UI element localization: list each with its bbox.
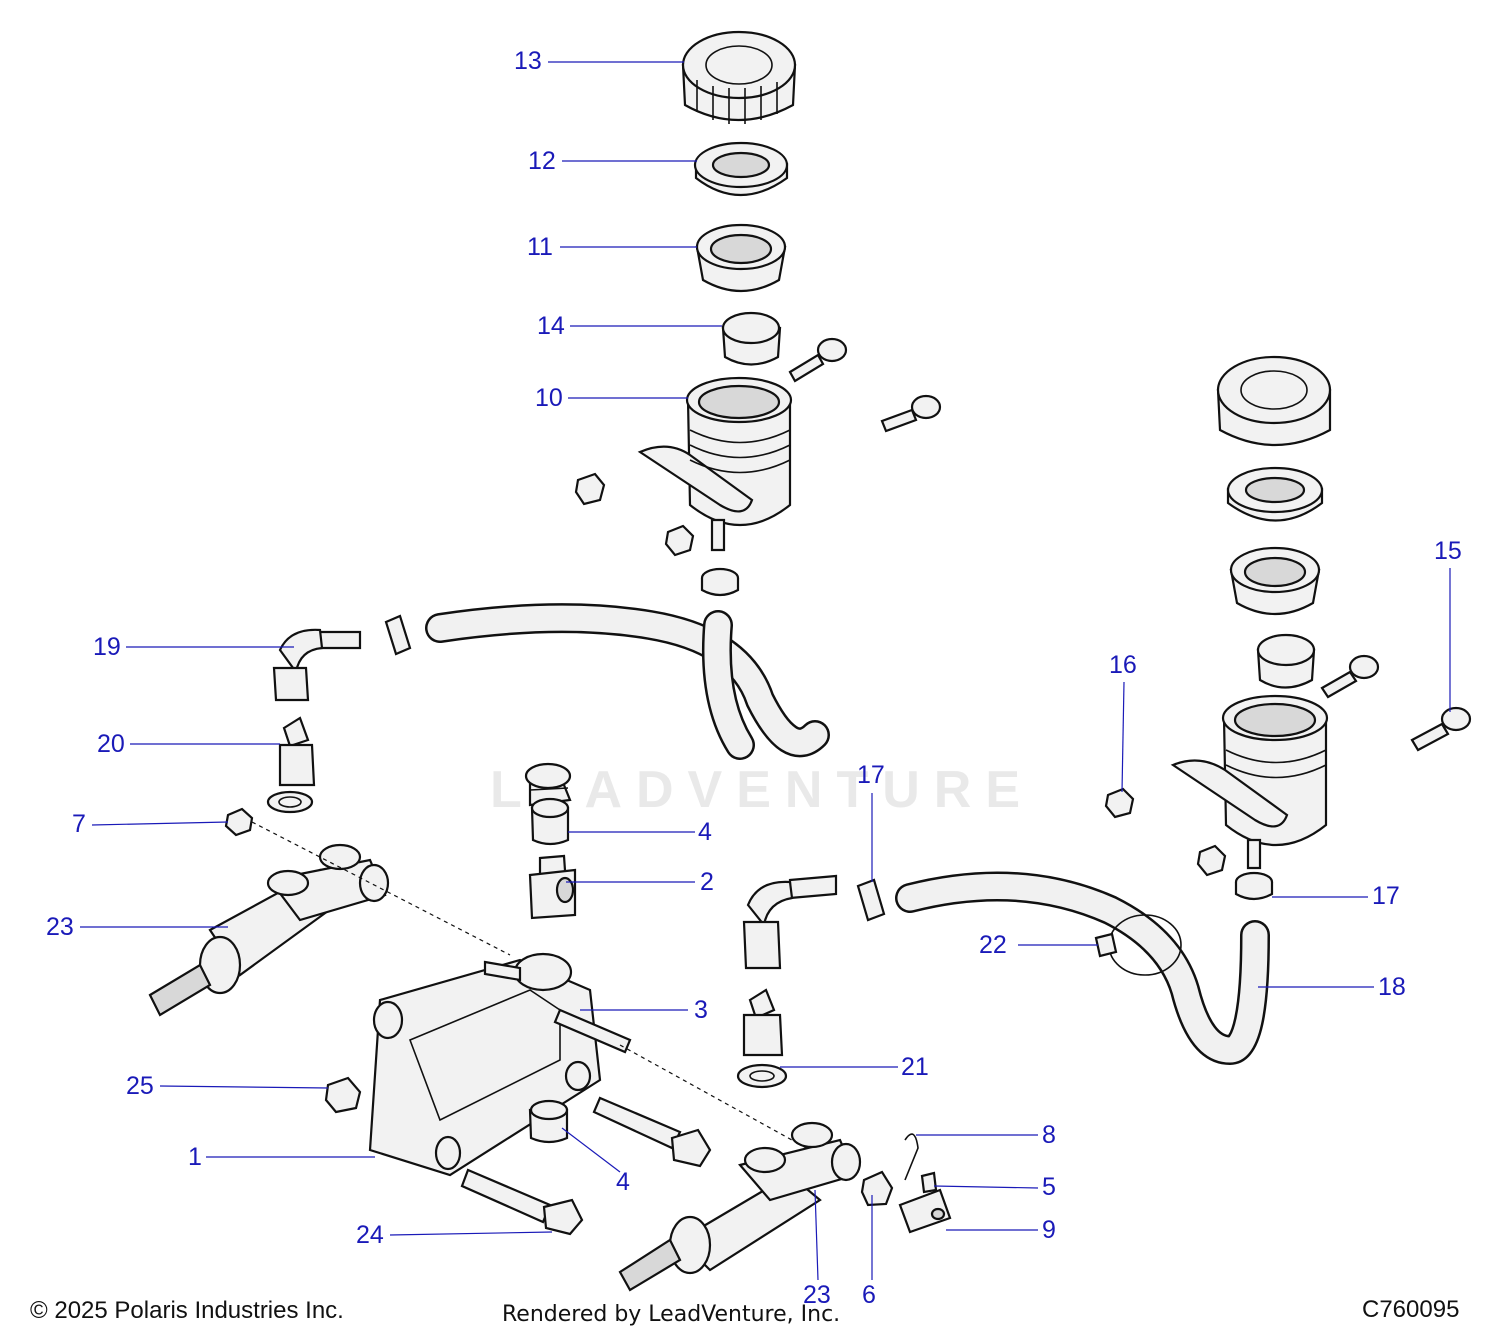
callout-23-left[interactable]: 23 [46, 913, 74, 941]
callout-10[interactable]: 10 [535, 384, 563, 412]
set-screw-icon [920, 1171, 938, 1194]
callout-12[interactable]: 12 [528, 147, 556, 175]
hose-clamp-icon [700, 567, 740, 597]
rendered-by-text: Rendered by LeadVenture, Inc. [502, 1302, 841, 1327]
bolt-icon [788, 337, 848, 383]
reservoir-hose-icon [425, 603, 830, 760]
reservoir-hose-icon [895, 871, 1270, 1065]
callout-8[interactable]: 8 [1042, 1121, 1056, 1149]
hose-clamp-icon [856, 878, 886, 922]
callout-11[interactable]: 11 [527, 233, 553, 261]
callout-15[interactable]: 15 [1434, 537, 1462, 565]
adapter-fitting-icon [742, 988, 784, 1057]
cap-diaphragm-plate-icon [693, 141, 789, 196]
cap-diaphragm-icon [695, 223, 787, 293]
jam-nut-icon [860, 1170, 894, 1207]
flange-nut-icon [324, 1076, 362, 1114]
reservoir-body-icon [637, 376, 793, 552]
callout-1[interactable]: 1 [188, 1143, 202, 1171]
float-icon [721, 311, 782, 366]
callout-16[interactable]: 16 [1109, 651, 1137, 679]
bushing-icon [528, 1099, 569, 1144]
bolt-icon [592, 1096, 712, 1168]
mounting-bracket-icon [368, 952, 602, 1177]
callout-25[interactable]: 25 [126, 1072, 154, 1100]
callout-24[interactable]: 24 [356, 1221, 384, 1249]
master-cylinder-icon [618, 1121, 862, 1292]
copyright-text: © 2025 Polaris Industries Inc. [30, 1297, 344, 1324]
bolt-icon [880, 394, 942, 433]
callout-4-lower[interactable]: 4 [616, 1168, 630, 1196]
callout-5[interactable]: 5 [1042, 1173, 1056, 1201]
bleeder-plug-icon [524, 762, 572, 807]
elbow-fitting-icon [742, 874, 838, 970]
callout-18[interactable]: 18 [1378, 973, 1406, 1001]
watermark: LEADVENTURE [490, 761, 1035, 819]
callout-23-right[interactable]: 23 [803, 1281, 831, 1309]
reservoir-cap-icon [681, 30, 797, 124]
cap-diaphragm-plate-icon [1226, 466, 1324, 522]
callout-14[interactable]: 14 [537, 312, 565, 340]
callout-leader-lines [80, 61, 1451, 1281]
bolt-icon [1320, 654, 1380, 699]
bolt-icon [1410, 706, 1472, 752]
callout-6[interactable]: 6 [862, 1281, 876, 1309]
clip-pin-icon [904, 1133, 919, 1181]
stud-icon [483, 960, 632, 1054]
callout-3[interactable]: 3 [694, 996, 708, 1024]
cap-diaphragm-icon [1229, 546, 1321, 616]
callout-2[interactable]: 2 [700, 868, 714, 896]
diagram-code: C760095 [1362, 1296, 1460, 1323]
callout-13[interactable]: 13 [514, 47, 542, 75]
reservoir-body-icon [1170, 694, 1329, 870]
float-icon [1256, 633, 1316, 689]
nut-icon [224, 807, 254, 837]
bushing-icon [530, 797, 570, 846]
callout-7[interactable]: 7 [72, 810, 86, 838]
adapter-fitting-icon [278, 716, 316, 787]
sealing-washer-icon [266, 790, 314, 814]
bolt-icon [460, 1168, 584, 1236]
sealing-washer-icon [736, 1063, 788, 1089]
callout-21[interactable]: 21 [901, 1053, 929, 1081]
hose-clamp-icon [384, 614, 412, 656]
master-cylinder-icon [148, 843, 390, 1017]
nut-icon [664, 524, 695, 557]
nut-icon [1196, 844, 1227, 877]
callout-22[interactable]: 22 [979, 931, 1007, 959]
hose-clamp-icon [1234, 871, 1274, 901]
callout-17-right[interactable]: 17 [1372, 882, 1400, 910]
callout-19[interactable]: 19 [93, 633, 121, 661]
nut-icon [1104, 787, 1135, 819]
hose-retainer-clip-icon [1094, 914, 1182, 976]
nut-icon [574, 472, 606, 506]
callout-20[interactable]: 20 [97, 730, 125, 758]
reservoir-cap-icon [1216, 355, 1332, 446]
callout-9[interactable]: 9 [1042, 1216, 1056, 1244]
elbow-fitting-icon [272, 628, 362, 702]
callout-17-center[interactable]: 17 [857, 761, 885, 789]
callout-4-upper[interactable]: 4 [698, 818, 712, 846]
clevis-icon [898, 1188, 952, 1234]
banjo-fitting-icon [528, 854, 577, 920]
